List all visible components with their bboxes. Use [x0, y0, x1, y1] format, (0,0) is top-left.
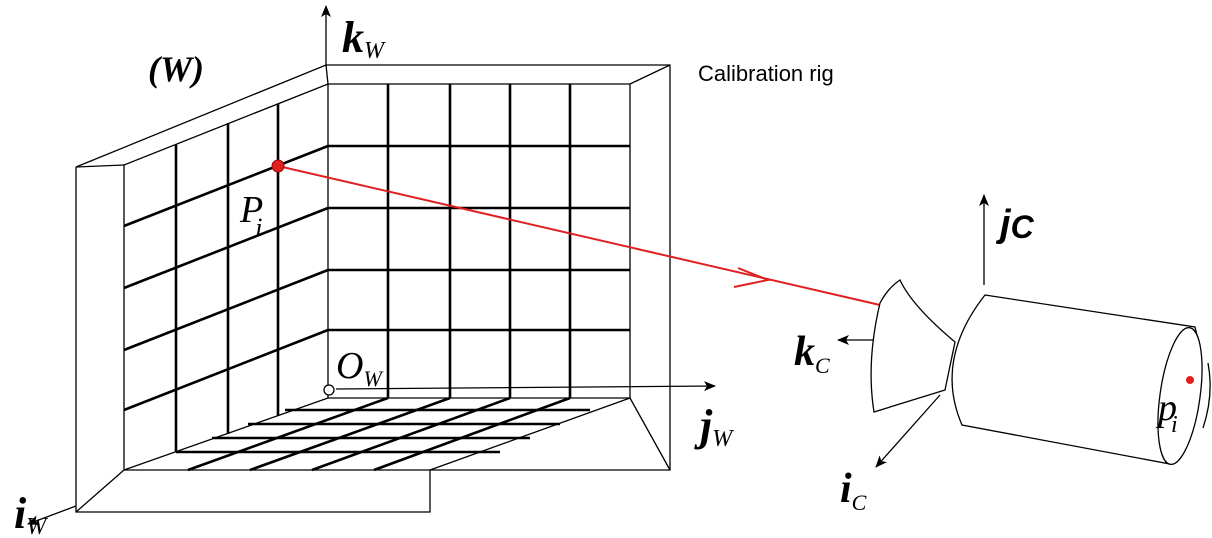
- ray-arrowhead: [733, 267, 772, 288]
- jw-label: jW: [694, 401, 734, 452]
- kw-label: kW: [342, 13, 386, 64]
- iw-label: iW: [14, 489, 48, 538]
- left-panel-outline: [75, 167, 431, 513]
- origin-point: [323, 384, 335, 396]
- lens: [870, 279, 956, 413]
- ic-axis: [875, 394, 941, 468]
- world-frame-label: (W): [148, 49, 204, 89]
- ic-label: iC: [840, 466, 867, 515]
- image-point: [1186, 376, 1194, 384]
- world-axes: [27, 5, 716, 525]
- kc-label: kC: [794, 329, 830, 378]
- world-point: [271, 159, 285, 173]
- back-wall-grid: [328, 84, 630, 398]
- rig-label: Calibration rig: [698, 61, 834, 86]
- left-wall-grid: [123, 104, 329, 452]
- camera-back-face: [1157, 326, 1203, 466]
- world-point-label: Pi: [239, 189, 263, 242]
- jw-axis: [335, 381, 716, 392]
- floor-grid: [176, 396, 590, 472]
- origin-label: OW: [336, 345, 383, 391]
- camera: [837, 194, 1211, 468]
- iw-axis: [27, 505, 77, 525]
- image-point-label: pi: [1155, 387, 1178, 438]
- jc-label: jC: [995, 203, 1035, 245]
- calibration-rig: [75, 64, 671, 513]
- projection-ray: [277, 165, 881, 306]
- back-wall-inner: [123, 83, 631, 398]
